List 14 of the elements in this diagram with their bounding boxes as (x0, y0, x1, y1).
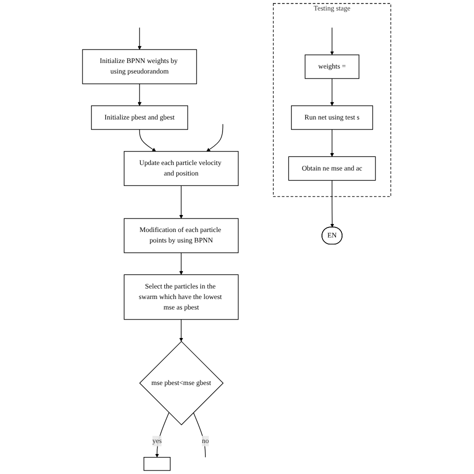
arrow (330, 180, 334, 228)
arrow (180, 252, 184, 275)
arrow (180, 319, 184, 342)
arrow (330, 78, 334, 106)
arrow (330, 129, 334, 157)
node-box (144, 456, 171, 471)
arrow (330, 27, 334, 56)
arrow (138, 27, 142, 50)
arrow (140, 129, 156, 152)
arrow (180, 185, 184, 219)
connector (193, 412, 206, 458)
arrow (138, 83, 142, 106)
arrow (206, 124, 224, 152)
arrow (155, 412, 170, 458)
